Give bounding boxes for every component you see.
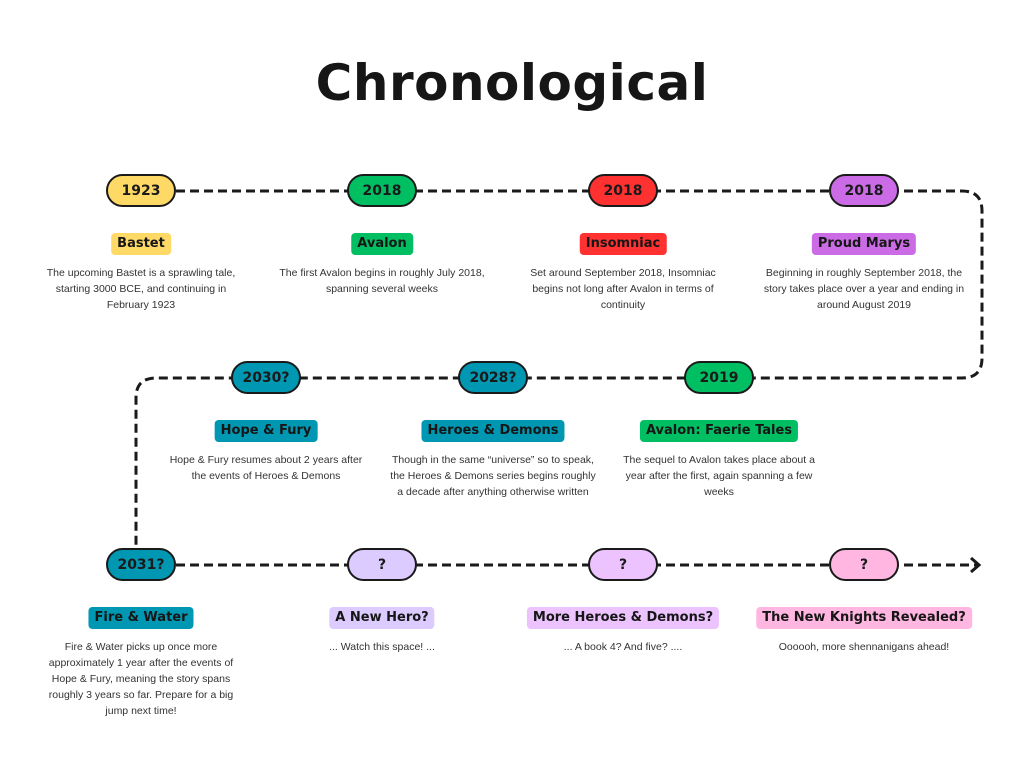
- event-description: The first Avalon begins in roughly July …: [279, 267, 485, 295]
- event-description: ... Watch this space! ...: [329, 641, 435, 653]
- date-pill: ?: [829, 548, 899, 581]
- event-title: The New Knights Revealed?: [756, 607, 972, 629]
- event-title: Proud Marys: [811, 233, 917, 255]
- date-pill: 2018: [347, 174, 417, 207]
- page-title: Chronological: [315, 54, 709, 112]
- event-description: Oooooh, more shennanigans ahead!: [778, 641, 950, 653]
- event-description: Though in the same “universe” so to spea…: [390, 454, 596, 498]
- date-pill: ?: [347, 548, 417, 581]
- event-title: Insomniac: [579, 233, 667, 255]
- date-pill: 2030?: [231, 361, 301, 394]
- event-description: Set around September 2018, Insomniac beg…: [530, 267, 716, 311]
- date-pill: 2028?: [458, 361, 528, 394]
- event-title: Fire & Water: [88, 607, 194, 629]
- event-description: Beginning in roughly September 2018, the…: [763, 267, 965, 311]
- date-pill: 2018: [588, 174, 658, 207]
- event-description: Fire & Water picks up once more approxim…: [48, 641, 234, 717]
- event-description: Hope & Fury resumes about 2 years after …: [169, 454, 363, 482]
- date-pill: ?: [588, 548, 658, 581]
- event-title: Bastet: [111, 233, 171, 255]
- event-title: A New Hero?: [329, 607, 435, 629]
- event-title: Avalon: [351, 233, 413, 255]
- event-title: Hope & Fury: [214, 420, 318, 442]
- date-pill: 1923: [106, 174, 176, 207]
- event-description: The sequel to Avalon takes place about a…: [623, 454, 815, 498]
- event-title: More Heroes & Demons?: [526, 607, 720, 629]
- date-pill: 2018: [829, 174, 899, 207]
- event-title: Avalon: Faerie Tales: [639, 420, 799, 442]
- event-description: ... A book 4? And five? ....: [563, 641, 683, 653]
- arrow-head-icon: [970, 556, 982, 574]
- date-pill: 2031?: [106, 548, 176, 581]
- event-title: Heroes & Demons: [421, 420, 565, 442]
- event-description: The upcoming Bastet is a sprawling tale,…: [46, 267, 236, 311]
- date-pill: 2019: [684, 361, 754, 394]
- timeline-row-1-path: [134, 189, 984, 548]
